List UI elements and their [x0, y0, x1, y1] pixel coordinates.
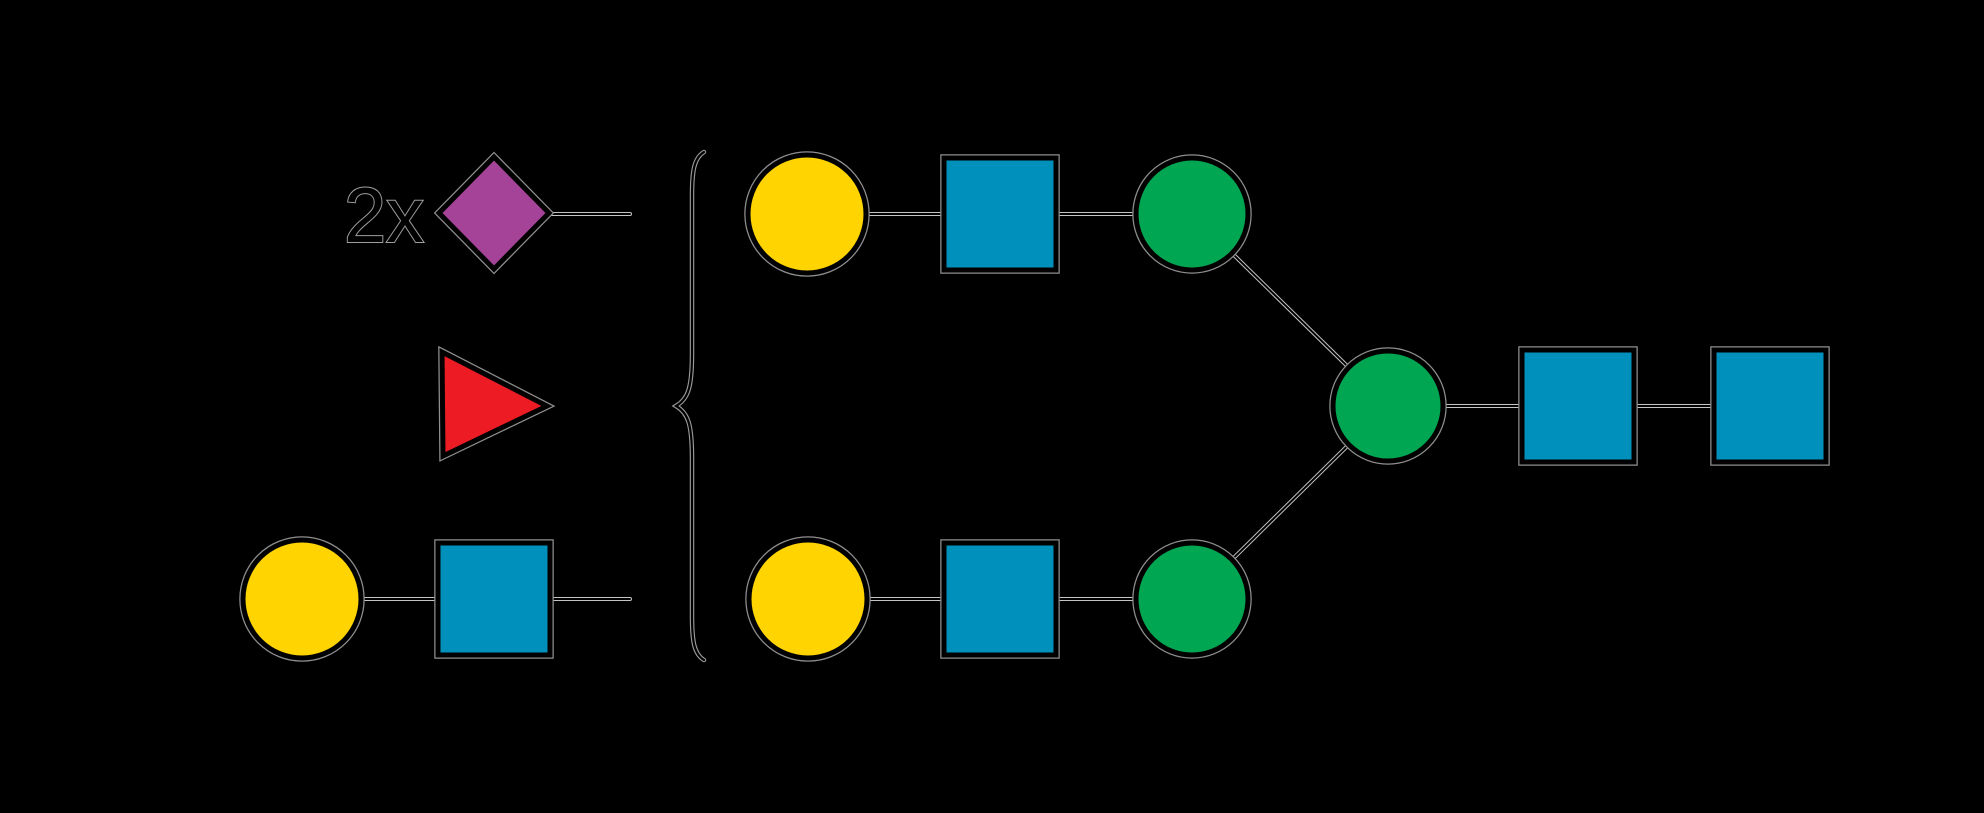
- glcnac-square-icon-free: [435, 540, 553, 658]
- curly-brace-glyph: [673, 150, 706, 662]
- glcnac-square-icon-bottom: [941, 540, 1059, 658]
- glcnac-square-icon-core-1: [1519, 347, 1637, 465]
- curly-brace-halo: [671, 149, 707, 663]
- man-circle-icon-core: [1330, 348, 1446, 464]
- glcnac-square-icon-top: [941, 155, 1059, 273]
- man-circle-icon-bottom: [1133, 540, 1251, 658]
- curly-brace: [671, 149, 707, 663]
- man-circle-icon-top: [1133, 155, 1251, 273]
- gal-circle-icon-bottom: [746, 537, 870, 661]
- gal-circle-icon-top: [745, 152, 869, 276]
- gal-circle-icon-free: [240, 537, 364, 661]
- fuc-triangle-icon: [439, 347, 553, 460]
- multiplier-label: 2x: [344, 171, 424, 259]
- neu5ac-diamond-icon: [435, 153, 553, 273]
- glcnac-square-icon-core-2: [1711, 347, 1829, 465]
